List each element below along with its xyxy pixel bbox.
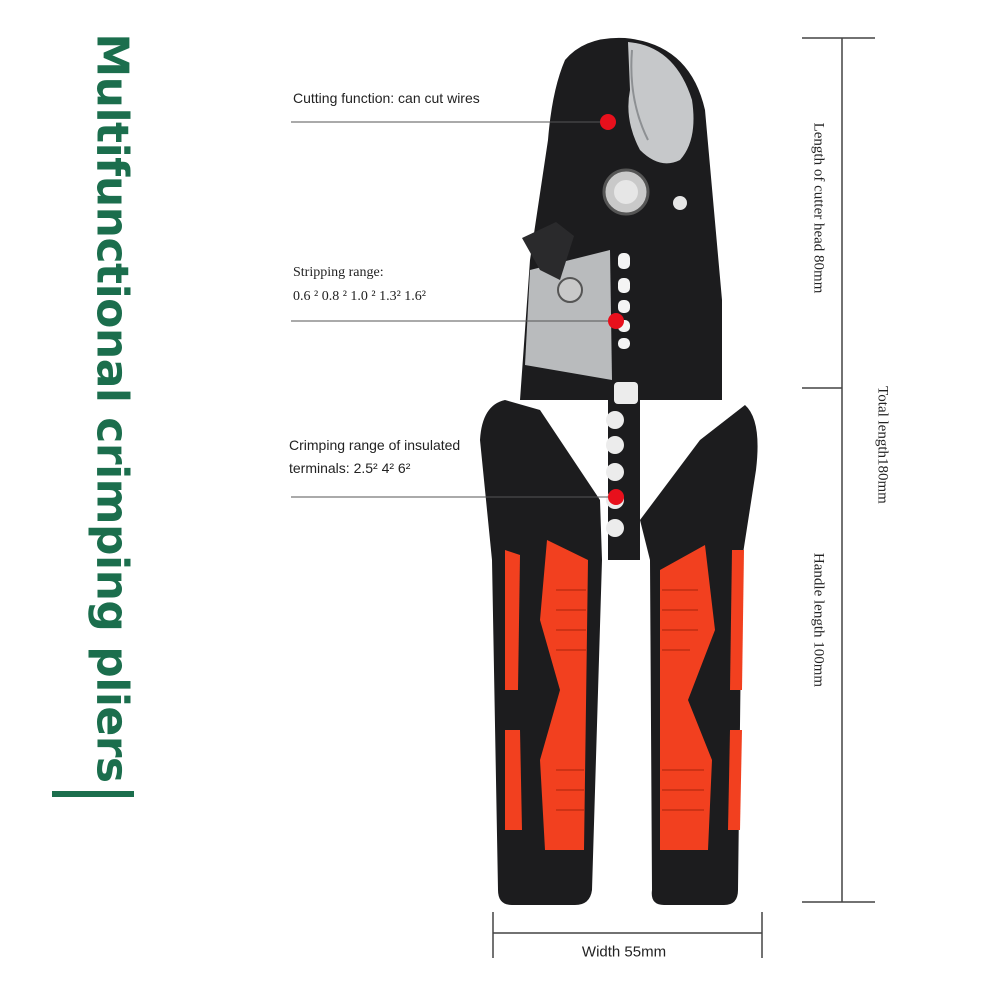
cutting-blade	[628, 42, 694, 164]
title-accent-bar	[52, 791, 134, 797]
crimping-callout-title: Crimping range of insulated	[289, 437, 461, 453]
cutting-callout: Cutting function: can cut wires	[293, 90, 480, 106]
left-grip	[540, 540, 588, 850]
width-label: Width 55mm	[581, 943, 667, 961]
crimping-callout-values: terminals: 2.5² 4² 6²	[289, 460, 411, 476]
lock-lever	[522, 222, 574, 280]
cutter-head-length-label: Length of cutter head 80mm	[810, 122, 827, 294]
right-grip	[660, 545, 715, 850]
stripping-blade	[525, 250, 612, 380]
total-length-label: Total length180mm	[874, 386, 891, 504]
handle-length-label: Handle length 100mm	[810, 552, 827, 688]
stripping-callout-title: Stripping range:	[293, 265, 384, 280]
stripping-marker	[608, 313, 624, 329]
stripping-notches	[618, 253, 630, 349]
cutting-marker	[600, 114, 616, 130]
crimping-marker	[608, 489, 624, 505]
stripping-callout-values: 0.6 ² 0.8 ² 1.0 ² 1.3² 1.6²	[293, 289, 426, 304]
